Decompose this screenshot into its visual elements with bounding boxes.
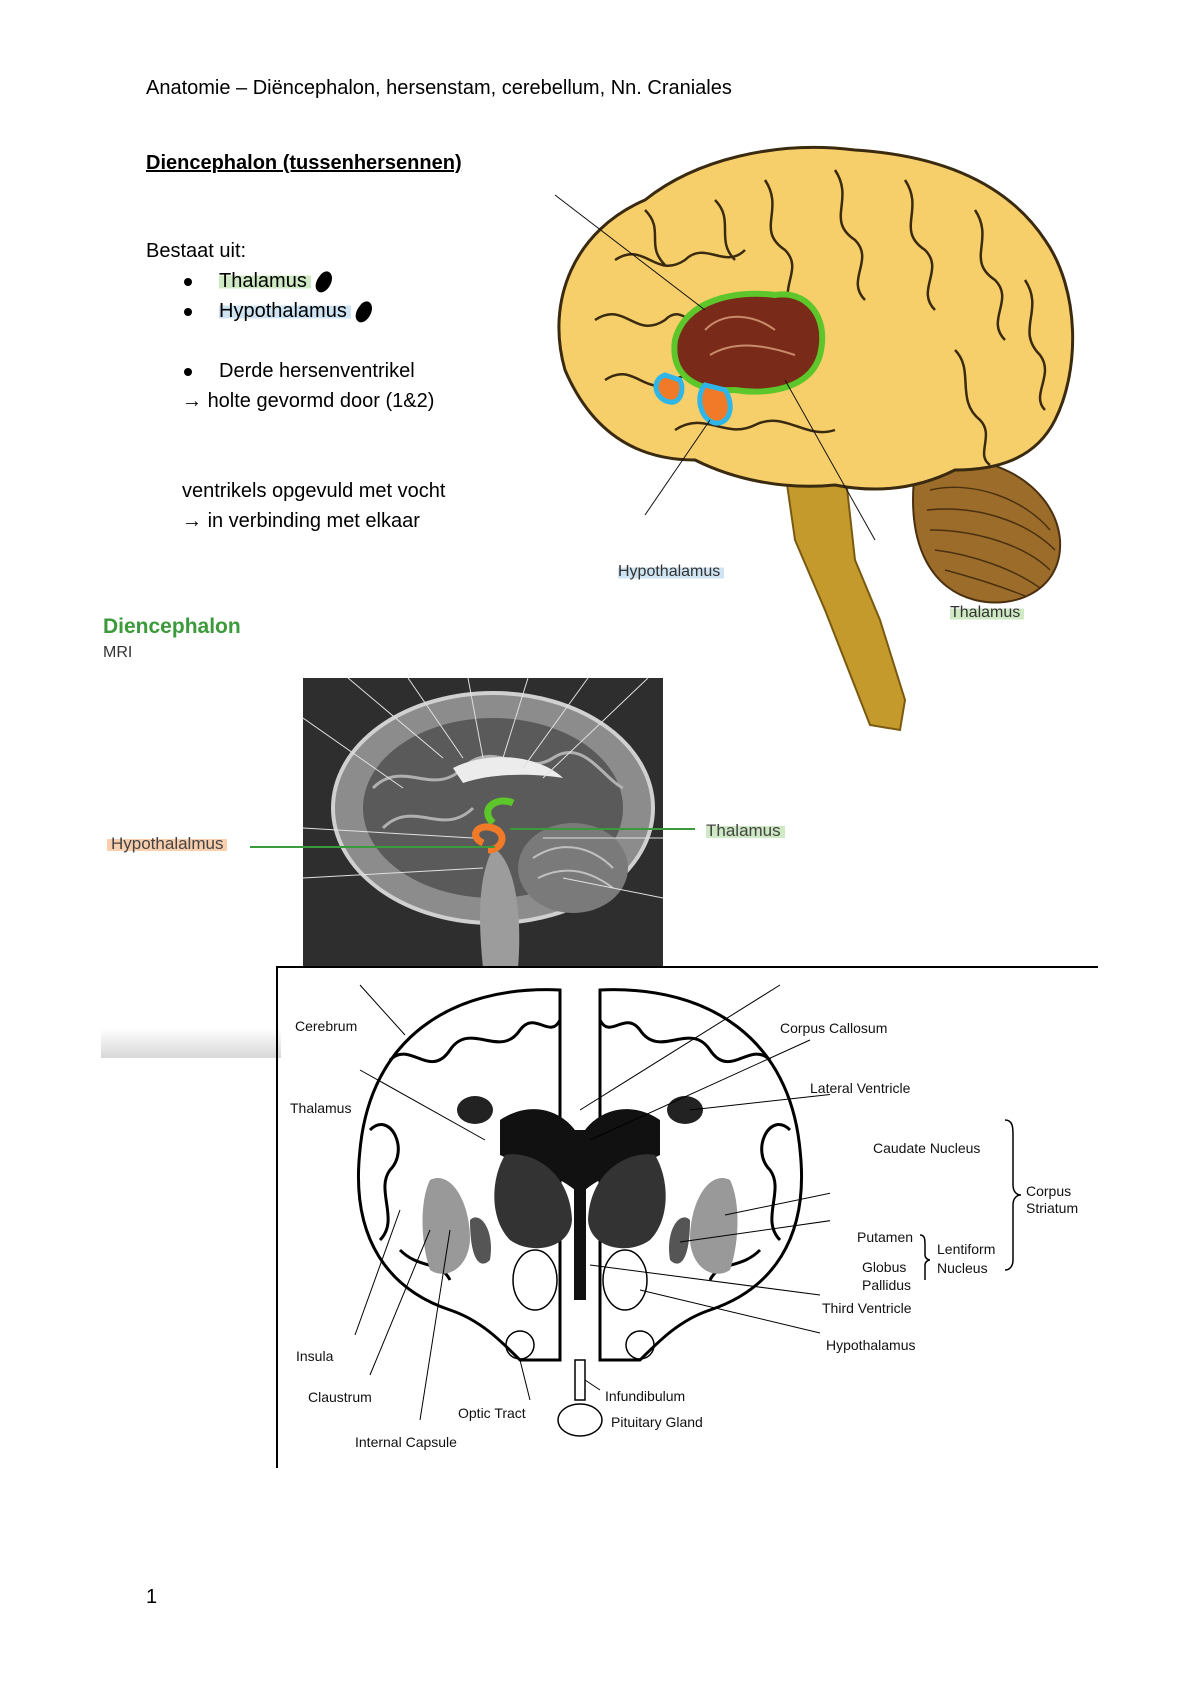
label-thalamus: Thalamus: [290, 1100, 352, 1116]
mri-hypothalamus-mark: [472, 823, 506, 854]
label-hypothalamus: Hypothalamus: [826, 1337, 916, 1353]
coronal-diagram: [354, 984, 830, 1437]
mri-thalamus-mark: [484, 797, 515, 826]
list-item: Derde hersenventrikel: [146, 356, 566, 386]
label-caudate-nucleus: Caudate Nucleus: [873, 1140, 981, 1156]
sub-note: → holte gevormd door (1&2): [182, 390, 435, 412]
mri-image: [303, 678, 663, 968]
brackets: [919, 1119, 1022, 1280]
label-corpus-striatum-1: Corpus: [1026, 1183, 1072, 1199]
mri-label-hypothalamus: Hypothalalmus: [107, 834, 228, 854]
list-item: Hypothalamus: [146, 296, 566, 326]
page-number: 1: [146, 1586, 158, 1608]
leader-line: [784, 379, 876, 541]
marker-icon: [351, 298, 376, 325]
section-title: Diencephalon (tussenhersennen): [146, 152, 462, 174]
label-corpus-callosum: Corpus Callosum: [780, 1020, 888, 1036]
bullet-icon: [184, 368, 192, 376]
list-item: Thalamus: [146, 266, 566, 296]
hypothalamus-shape-1: [653, 372, 685, 405]
ventricle-note: ventrikels opgevuld met vocht: [182, 480, 446, 502]
brainstem-shape: [783, 469, 907, 732]
label-infundibulum: Infundibulum: [605, 1388, 686, 1404]
structure-list-2: Derde hersenventrikel: [146, 356, 566, 386]
notes-block: Bestaat uit: Thalamus Hypothalamus Derde…: [146, 236, 566, 536]
hypothalamus-shape-2: [697, 382, 733, 426]
thalamus-shape: [671, 290, 826, 395]
label-lateral-ventricle: Lateral Ventricle: [810, 1080, 911, 1096]
bullet-icon: [184, 308, 192, 316]
label-pituitary-gland: Pituitary Gland: [611, 1414, 703, 1430]
mri-label-thalamus: Thalamus: [706, 821, 785, 841]
item-third-ventricle: Derde hersenventrikel: [219, 360, 415, 382]
mri-title: Diencephalon: [103, 615, 241, 638]
brain-illustration: [554, 145, 1075, 732]
label-internal-capsule: Internal Capsule: [355, 1434, 457, 1450]
arrow-icon: →: [182, 510, 202, 532]
cerebellum-shape: [912, 458, 1062, 604]
label-lentiform-2: Nucleus: [937, 1260, 988, 1276]
mri-subtitle: MRI: [103, 644, 133, 661]
label-globus-2: Pallidus: [862, 1277, 912, 1293]
label-putamen: Putamen: [857, 1229, 914, 1245]
label-cerebrum: Cerebrum: [295, 1018, 358, 1034]
item-thalamus: Thalamus: [219, 270, 311, 292]
leader-line: [554, 194, 706, 311]
brain-label-thalamus: Thalamus: [950, 604, 1025, 622]
label-lentiform-1: Lentiform: [937, 1241, 996, 1257]
leader-line: [644, 419, 711, 516]
structure-list: Thalamus Hypothalamus: [146, 266, 566, 326]
label-claustrum: Claustrum: [308, 1389, 372, 1405]
brain-label-hypothalamus: Hypothalamus: [618, 563, 725, 581]
shadow-bar: [101, 1028, 281, 1058]
label-third-ventricle: Third Ventricle: [822, 1300, 912, 1316]
label-globus-1: Globus: [862, 1259, 907, 1275]
label-corpus-striatum-2: Striatum: [1026, 1200, 1079, 1216]
bullet-icon: [184, 278, 192, 286]
arrow-icon: →: [182, 390, 202, 412]
mri-leader-lines: [250, 828, 695, 848]
label-optic-tract: Optic Tract: [458, 1405, 526, 1421]
item-hypothalamus: Hypothalamus: [219, 300, 351, 322]
consists-of-label: Bestaat uit:: [146, 240, 247, 262]
marker-icon: [311, 268, 336, 295]
sub-note: → in verbinding met elkaar: [182, 510, 420, 532]
document-header: Anatomie – Diëncephalon, hersenstam, cer…: [146, 77, 732, 99]
coronal-frame: [276, 966, 1098, 1468]
label-insula: Insula: [296, 1348, 334, 1364]
